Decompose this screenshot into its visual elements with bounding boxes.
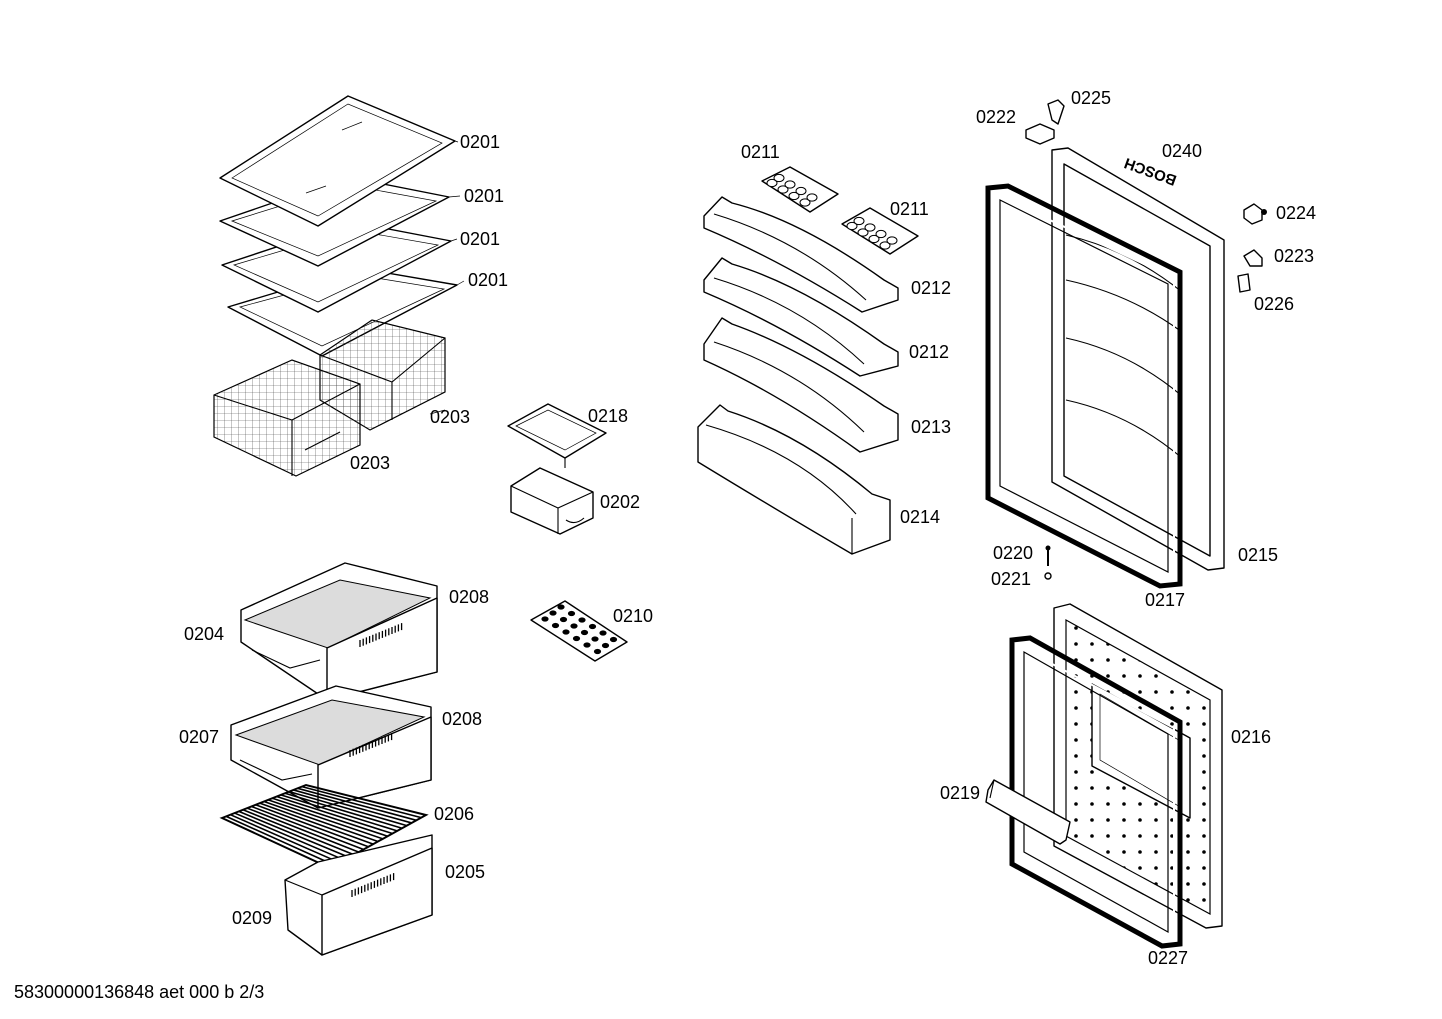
part-label-0210: 0210 xyxy=(613,606,653,626)
part-label-0214: 0214 xyxy=(900,507,940,527)
screw-0220 xyxy=(1045,545,1051,566)
part-label-0219: 0219 xyxy=(940,783,980,803)
storage-box-0202 xyxy=(510,467,594,535)
shelf-tray-0218 xyxy=(507,403,607,468)
fridge-door-0215: BOSCH xyxy=(1051,147,1225,571)
drawer-0208-lower xyxy=(230,685,432,809)
hinge-part-0224 xyxy=(1243,203,1267,225)
part-label-0240: 0240 xyxy=(1162,141,1202,161)
part-label-0217: 0217 xyxy=(1145,590,1185,610)
part-label-0203-b: 0203 xyxy=(350,453,390,473)
door-gasket-0217 xyxy=(985,183,1183,589)
part-label-0211-b: 0211 xyxy=(890,199,929,219)
door-handle-strip-0219 xyxy=(985,779,1071,845)
hinge-part-0222 xyxy=(1025,123,1055,145)
wire-basket-0203-front xyxy=(213,359,361,477)
part-label-0212-b: 0212 xyxy=(909,342,949,362)
part-label-0227: 0227 xyxy=(1148,948,1188,968)
part-label-0220: 0220 xyxy=(993,543,1033,563)
part-label-0204: 0204 xyxy=(184,624,224,644)
door-rack-0213 xyxy=(703,317,899,453)
drawer-0208-upper xyxy=(240,562,438,701)
part-label-0207: 0207 xyxy=(179,727,219,747)
part-label-0203-a: 0203 xyxy=(430,407,470,427)
door-rack-0212-a xyxy=(703,196,899,313)
part-label-0202: 0202 xyxy=(600,492,640,512)
part-label-0205: 0205 xyxy=(445,862,485,882)
part-label-0224: 0224 xyxy=(1276,203,1316,223)
egg-tray-0211-a xyxy=(761,166,839,213)
cover-part-0226 xyxy=(1237,273,1251,293)
footer-code: 58300000136848 aet 000 b 2/3 xyxy=(14,982,264,1002)
part-label-0222: 0222 xyxy=(976,107,1016,127)
door-rack-0214 xyxy=(697,404,891,555)
hinge-pin-0225 xyxy=(1047,99,1065,125)
part-label-0226: 0226 xyxy=(1254,294,1294,314)
washer-0221 xyxy=(1044,572,1052,580)
part-label-0201-b: 0201 xyxy=(464,186,504,206)
freezer-door-0216 xyxy=(1053,603,1223,929)
door-gasket-0227 xyxy=(1009,635,1183,949)
part-label-0201-c: 0201 xyxy=(460,229,500,249)
cover-part-0223 xyxy=(1243,249,1263,267)
part-label-0208-a: 0208 xyxy=(449,587,489,607)
part-label-0201-d: 0201 xyxy=(468,270,508,290)
egg-tray-0211-b xyxy=(841,207,919,255)
part-label-0223: 0223 xyxy=(1274,246,1314,266)
part-label-0218: 0218 xyxy=(588,406,628,426)
drawer-0205 xyxy=(284,834,433,956)
wire-shelf-0206 xyxy=(219,783,429,870)
part-label-0216: 0216 xyxy=(1231,727,1271,747)
part-label-0209: 0209 xyxy=(232,908,272,928)
door-rack-0212-b xyxy=(703,257,899,377)
part-label-0208-b: 0208 xyxy=(442,709,482,729)
part-label-0212-a: 0212 xyxy=(911,278,951,298)
part-label-0213: 0213 xyxy=(911,417,951,437)
ice-cube-tray-0210 xyxy=(530,600,628,662)
part-label-0201-a: 0201 xyxy=(460,132,500,152)
part-label-0211-a: 0211 xyxy=(741,142,780,162)
part-label-0221: 0221 xyxy=(991,569,1031,589)
part-label-0215: 0215 xyxy=(1238,545,1278,565)
part-label-0206: 0206 xyxy=(434,804,474,824)
part-label-0225: 0225 xyxy=(1071,88,1111,108)
